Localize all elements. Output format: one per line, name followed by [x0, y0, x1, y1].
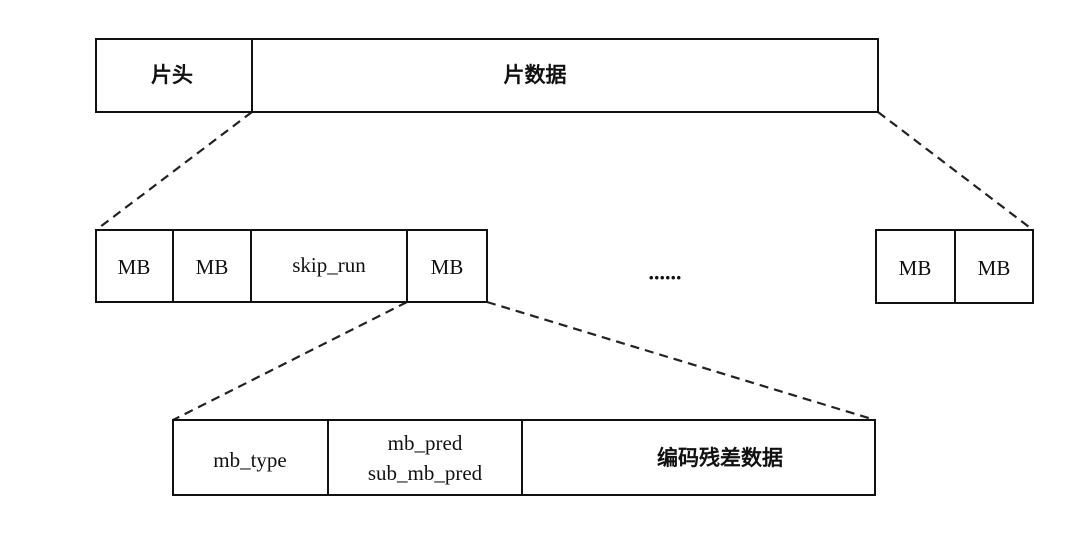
ellipsis: ...... — [649, 260, 682, 285]
mb-label: MB — [196, 255, 229, 279]
mb-label: MB — [899, 256, 932, 280]
skip-run-cell — [250, 229, 408, 303]
mb-label: MB — [118, 255, 151, 279]
sub-mb-pred-label: sub_mb_pred — [368, 461, 483, 485]
mb-pred-label: mb_pred — [388, 431, 463, 455]
residual-label: 编码残差数据 — [657, 446, 783, 470]
mb-cell — [954, 229, 1034, 304]
slice-header-cell — [95, 38, 253, 113]
mb-type-cell — [172, 419, 329, 496]
mb-cell — [875, 229, 956, 304]
mb-label: MB — [978, 256, 1011, 280]
connector-right-bottom — [486, 300, 876, 422]
mb-cell — [95, 229, 174, 303]
mb-type-label: mb_type — [213, 448, 287, 472]
macroblock-fields-row: mb_type mb_pred sub_mb_pred 编码残差数据 — [172, 419, 876, 496]
skip-run-label: skip_run — [292, 253, 366, 277]
mb-pred-cell — [327, 419, 523, 496]
connector-left-bottom — [172, 301, 408, 421]
residual-cell — [521, 419, 876, 496]
connector-left-top — [95, 111, 253, 231]
mb-cell — [406, 229, 488, 303]
mb-label: MB — [431, 255, 464, 279]
slice-row: 片头 片数据 — [95, 38, 879, 113]
slice-data-cell — [251, 38, 879, 113]
macroblock-row: MB MB skip_run MB ...... MB MB — [95, 229, 1034, 304]
slice-data-label: 片数据 — [504, 63, 567, 87]
slice-header-label: 片头 — [151, 63, 193, 87]
connector-right-top — [877, 111, 1034, 231]
